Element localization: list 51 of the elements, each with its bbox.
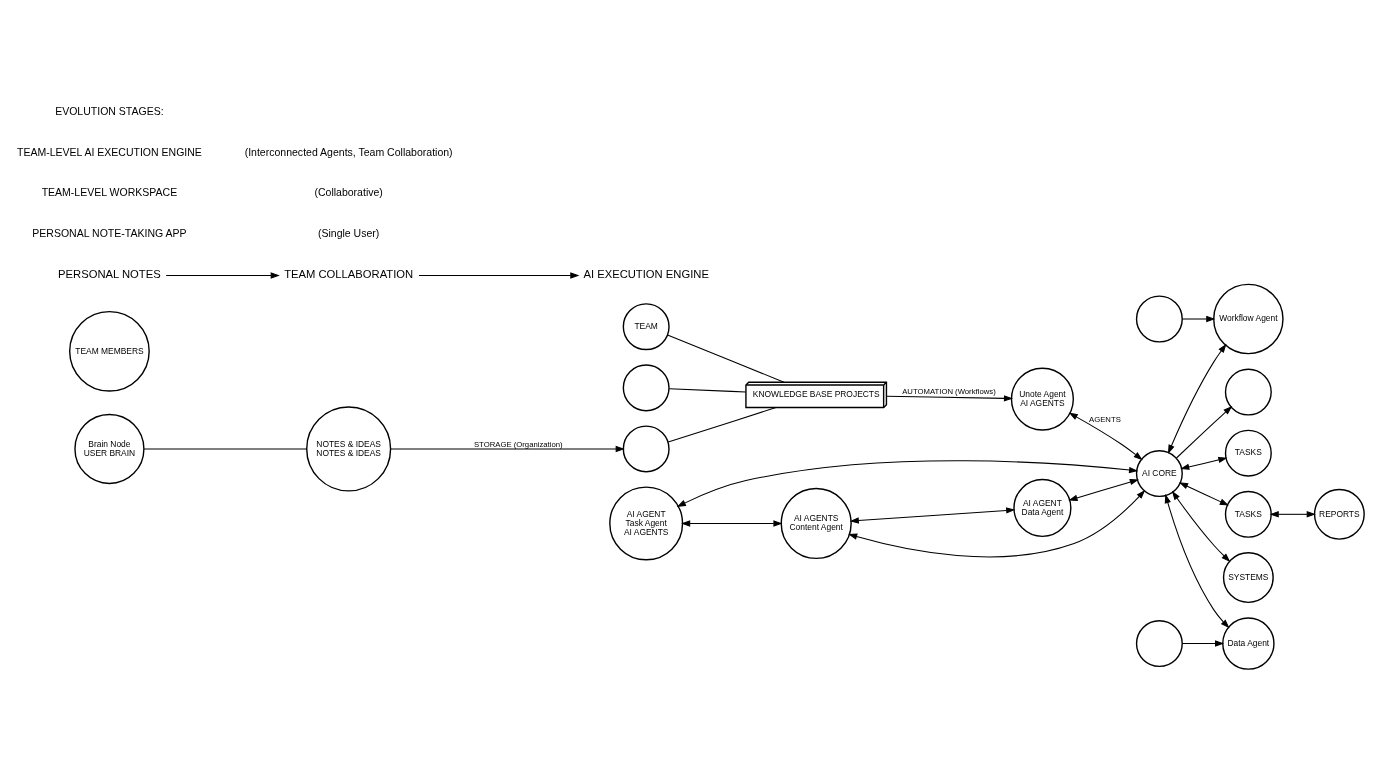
node-person [622,363,670,411]
node-circle: Brain Node USER BRAIN [74,413,145,484]
label: PERSONAL NOTE-TAKING APP [32,226,187,239]
node-person [1135,294,1183,343]
connector [143,447,308,449]
arrow [681,519,783,527]
arrow [418,271,580,279]
arrow [390,445,625,452]
arrow [1167,343,1227,454]
arrow [1269,510,1316,517]
node-circle: REPORTS [1313,488,1365,540]
label: TEAM-LEVEL WORKSPACE [41,185,178,198]
label: TEAM-LEVEL AI EXECUTION ENGINE [17,145,202,158]
edge-label: STORAGE (Organization) [473,439,563,449]
arrow [848,489,1146,557]
node-text: AI EXECUTION ENGINE [583,267,709,280]
label: (Single User) [317,226,380,239]
node-circle: TEAM MEMBERS [69,310,150,392]
node-circle: AI AGENTS Content Agent [780,487,852,559]
arrow [849,506,1016,524]
connector [668,387,747,392]
node-circle: TEAM [622,302,670,350]
arrow [1068,478,1139,501]
node-person [1135,619,1183,667]
node-person [622,424,670,472]
node-circle: Unote Agent AI AGENTS [1010,366,1075,431]
arrow [1171,490,1231,562]
arrow [1178,481,1229,506]
node-text: PERSONAL NOTES [58,267,161,280]
connector [667,406,777,443]
arrow [1180,456,1228,470]
node-circle: NOTES & IDEAS NOTES & IDEAS [306,405,392,492]
label: (Interconnected Agents, Team Collaboration) [244,145,453,158]
label: (Collaborative) [314,185,383,198]
arrow [885,394,1014,402]
arrow [1164,493,1230,628]
node-text: TEAM COLLABORATION [284,267,414,280]
node-circle: AI AGENT Task Agent AI AGENTS [609,485,684,560]
arrow [1175,405,1233,459]
edge-label: AUTOMATION (Workflows) [902,386,996,396]
arrow [1068,412,1143,460]
arrow [1181,315,1216,322]
connector [667,334,785,383]
node-circle: AI AGENT Data Agent [1013,478,1072,537]
arrow [165,271,280,279]
edge-label: AGENTS [1089,414,1121,424]
node-circle: TASKS [1224,429,1272,477]
arrow [1181,639,1225,647]
label: EVOLUTION STAGES: [55,104,164,117]
node-circle: TASKS [1224,490,1272,538]
arrow [676,459,1139,507]
